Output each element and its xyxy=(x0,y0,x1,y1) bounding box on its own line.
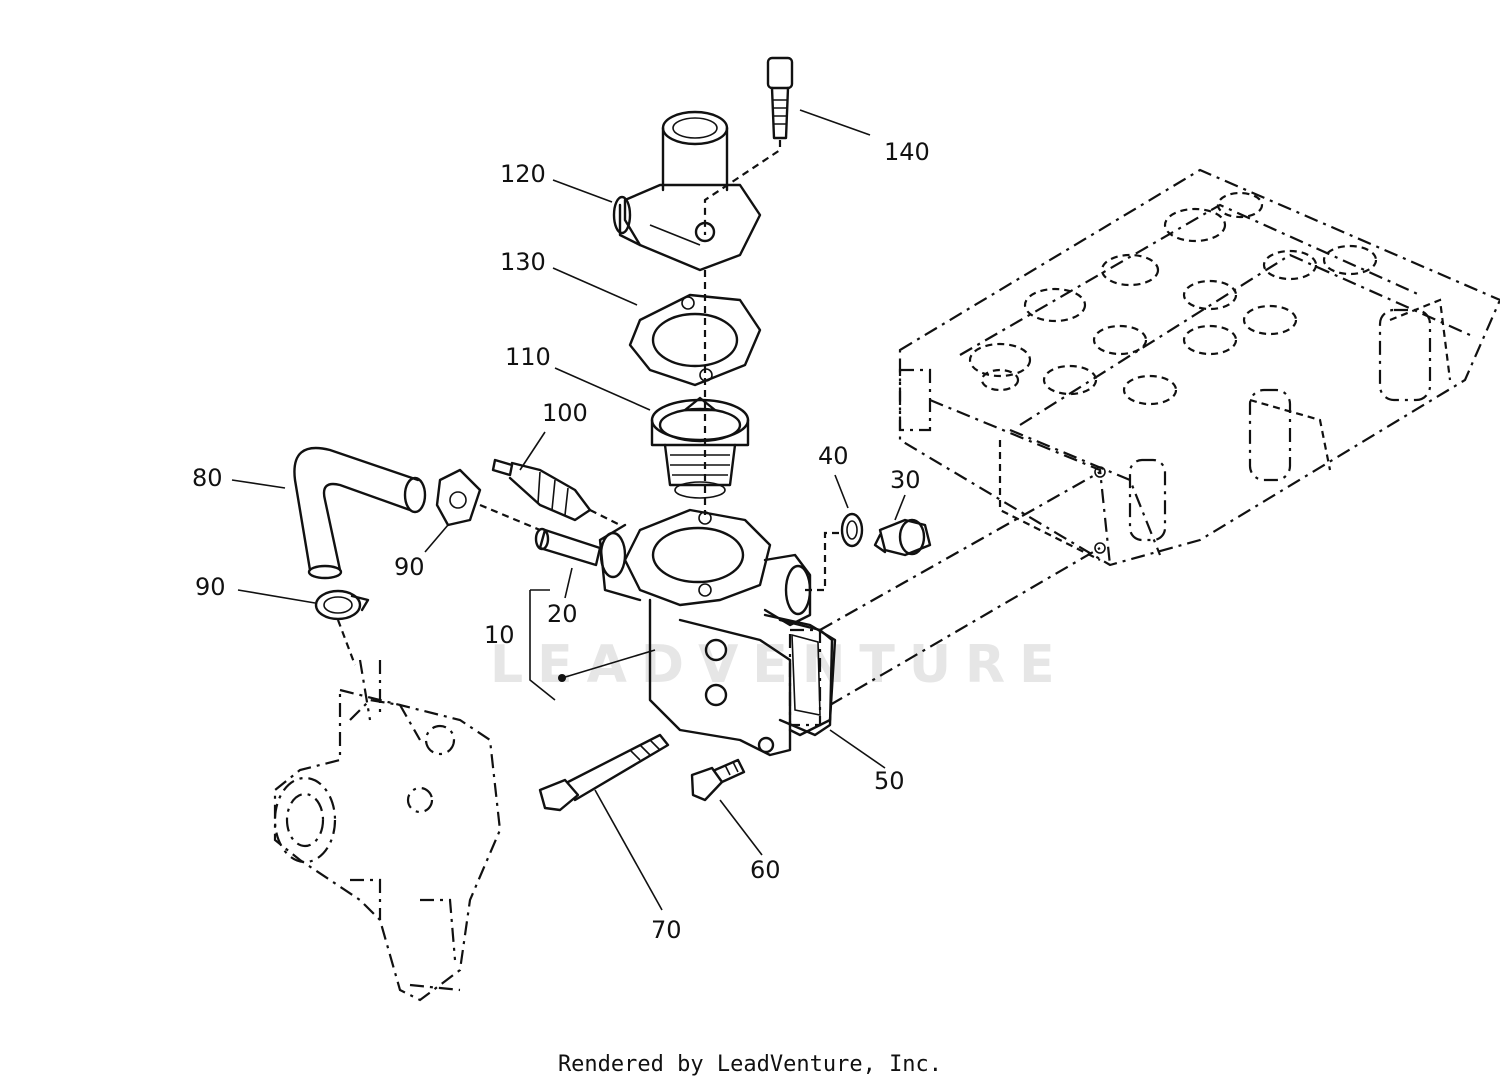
leader-lines xyxy=(231,109,906,911)
callout-60: 60 xyxy=(750,856,781,884)
temperature-sensor-100 xyxy=(491,458,621,526)
plug-30 xyxy=(873,518,932,557)
pipe-20 xyxy=(534,527,602,567)
footer-credit: Rendered by LeadVenture, Inc. xyxy=(557,1052,943,1077)
callout-70: 70 xyxy=(651,916,682,944)
callout-50: 50 xyxy=(874,767,905,795)
bolt-70 xyxy=(538,733,670,812)
clamp-90-lower xyxy=(314,589,370,621)
plug-alignment-line xyxy=(805,531,842,592)
callout-90-lower: 90 xyxy=(195,573,226,601)
callout-130: 130 xyxy=(500,248,546,276)
thermostat-110 xyxy=(650,396,750,499)
callout-80: 80 xyxy=(192,464,223,492)
hose-80 xyxy=(293,446,427,580)
watermark: LEADVENTURE xyxy=(490,635,1069,695)
gasket-130 xyxy=(628,270,762,515)
callout-10: 10 xyxy=(484,621,515,649)
parts-diagram: LEADVENTURE xyxy=(192,56,1500,1002)
callout-30: 30 xyxy=(890,466,921,494)
bolt-60 xyxy=(690,758,746,802)
water-pump xyxy=(273,659,502,1002)
clamp-90-upper xyxy=(435,468,482,527)
engine-cylinder-head xyxy=(898,168,1500,567)
centerline-upper xyxy=(819,471,1101,631)
hose-alignment-line xyxy=(479,503,541,532)
callout-20: 20 xyxy=(547,600,578,628)
callout-90-upper: 90 xyxy=(394,553,425,581)
bolt-140 xyxy=(703,56,794,235)
housing-dot xyxy=(558,674,566,682)
thermostat-cover-120 xyxy=(612,110,762,272)
callout-140: 140 xyxy=(884,138,930,166)
callout-120: 120 xyxy=(500,160,546,188)
centerline-lower xyxy=(829,547,1101,706)
pump-alignment-line xyxy=(336,619,357,666)
callout-40: 40 xyxy=(818,442,849,470)
gasket-50 xyxy=(778,618,834,737)
washer-40 xyxy=(840,512,864,548)
thermostat-housing-10 xyxy=(598,508,837,757)
callout-110: 110 xyxy=(505,343,551,371)
callout-100: 100 xyxy=(542,399,588,427)
